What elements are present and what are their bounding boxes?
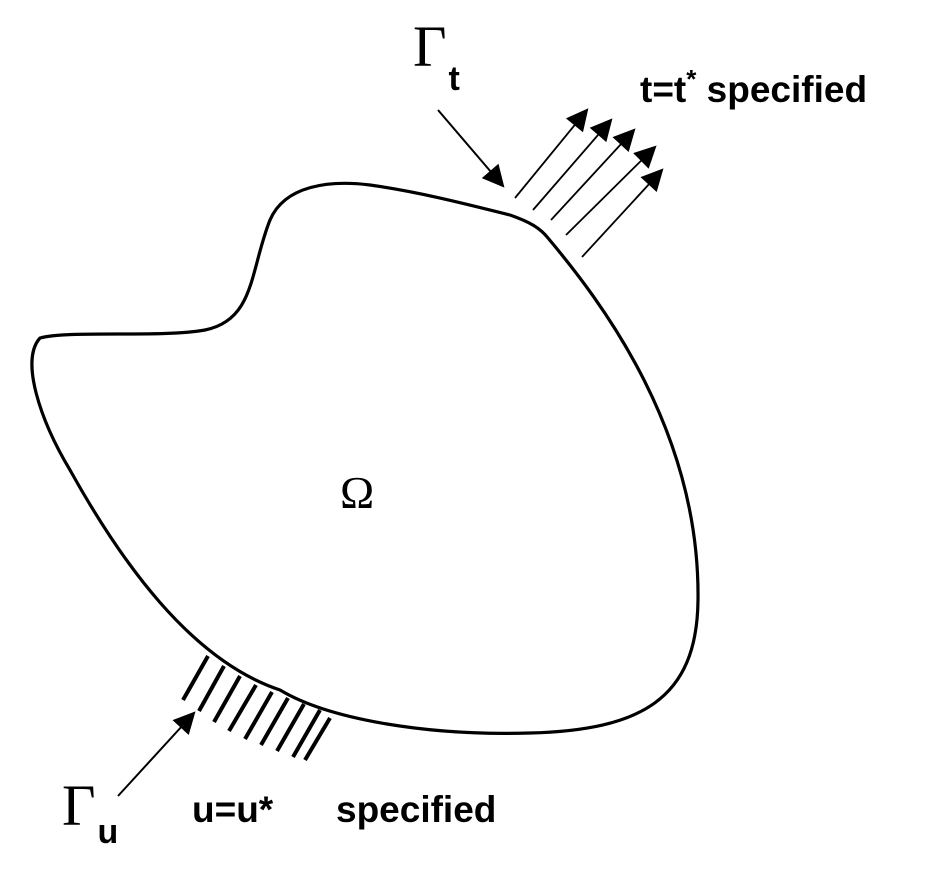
- hatch-line-2: [197, 665, 226, 712]
- hatch-line-6: [259, 697, 290, 746]
- displacement-hatching: [181, 655, 332, 762]
- displacement-boundary-subscript: u: [98, 813, 119, 851]
- domain-boundary: [30, 181, 700, 735]
- traction-arrow-2: [532, 118, 613, 211]
- traction-condition-label: t=t* specified: [640, 64, 867, 110]
- hatch-line-7: [275, 703, 306, 752]
- hatch-line-1: [181, 655, 210, 701]
- traction-arrow-4: [565, 145, 657, 236]
- displacement-boundary-pointer: [117, 711, 196, 797]
- displacement-condition-label: u=u*: [192, 789, 274, 830]
- hatch-line-8: [291, 709, 322, 758]
- hatch-line-3: [212, 675, 242, 723]
- traction-boundary-pointer: [437, 109, 505, 188]
- traction-arrow-3: [550, 128, 636, 221]
- traction-condition-star: *: [686, 64, 697, 94]
- hatch-line-9: [303, 716, 332, 762]
- traction-arrow-1: [514, 108, 589, 199]
- domain-label: Ω: [340, 467, 374, 518]
- traction-boundary-subscript: t: [449, 60, 460, 98]
- traction-arrows: [514, 108, 664, 258]
- displacement-boundary-label: Γu: [62, 773, 118, 851]
- traction-boundary-label: Γt: [413, 14, 460, 98]
- hatch-line-4: [227, 683, 258, 733]
- displacement-condition-suffix: specified: [336, 789, 496, 830]
- traction-arrow-5: [581, 168, 664, 258]
- hatch-line-5: [243, 691, 274, 740]
